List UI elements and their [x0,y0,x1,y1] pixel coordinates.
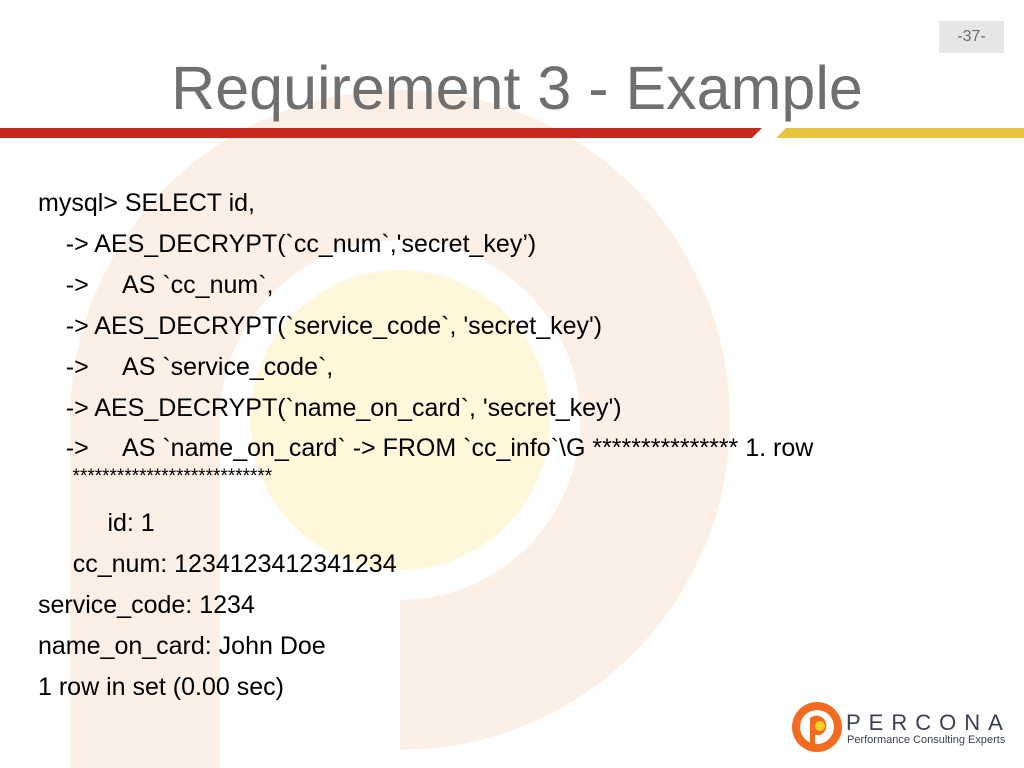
percona-logo-icon [792,702,842,752]
code-line: -> AS `name_on_card` -> FROM `cc_info`\G… [38,434,814,462]
code-line: -> AES_DECRYPT(`cc_num`,'secret_key’) [38,230,537,258]
result-footer: 1 row in set (0.00 sec) [38,673,284,701]
code-line: -> AS `service_code`, [38,353,334,381]
result-line: service_code: 1234 [38,591,255,619]
slide-number: -37- [939,21,1004,53]
percona-logo: PERCONA Performance Consulting Experts [790,698,1010,754]
logo-tagline: Performance Consulting Experts [847,734,1006,746]
result-line: id: 1 [38,509,155,537]
result-line: cc_num: 1234123412341234 [38,550,397,578]
logo-wordmark: PERCONA [846,710,1011,735]
code-line: -> AS `cc_num`, [38,271,274,299]
code-line: mysql> SELECT id, [38,189,255,217]
title-divider [0,128,1024,138]
result-line: name_on_card: John Doe [38,632,326,660]
code-line-stars: *************************** [62,466,273,487]
code-line: -> AES_DECRYPT(`service_code`, 'secret_k… [38,312,603,340]
slide-title: Requirement 3 - Example [171,54,863,122]
code-line: -> AES_DECRYPT(`name_on_card`, 'secret_k… [38,394,622,422]
